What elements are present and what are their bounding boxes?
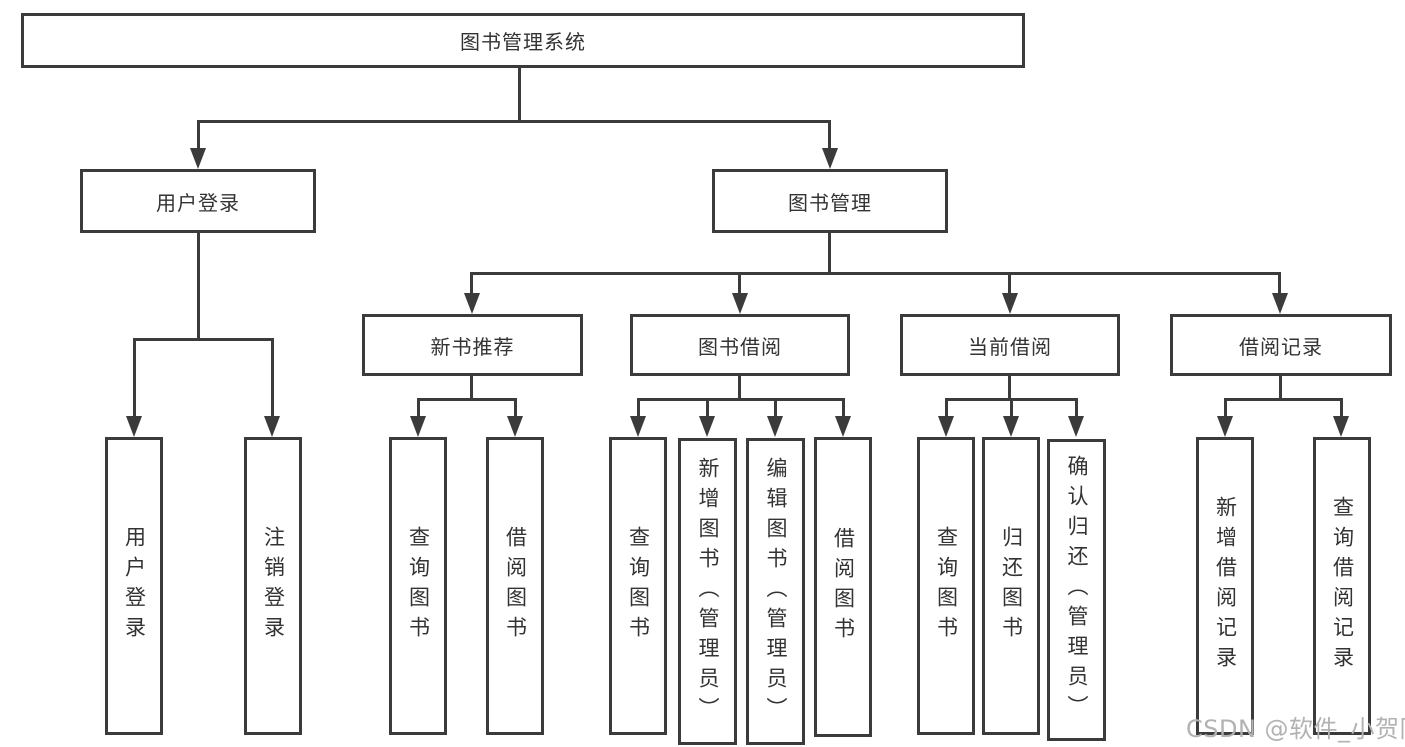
connector-vline (271, 338, 274, 420)
node-label: 用户登录 (156, 190, 240, 215)
connector-vline (1008, 272, 1011, 298)
connector-vline (828, 233, 831, 272)
arrow-down-icon (1003, 416, 1019, 437)
node-label: 借阅记录 (1239, 334, 1323, 359)
connector-vline (828, 120, 831, 152)
leaf-add-books-admin: 新增图书（管理员） (678, 438, 737, 745)
leaf-confirm-return-admin: 确认归还（管理员） (1047, 439, 1106, 741)
node-label: 确认归还（管理员） (1065, 455, 1089, 725)
arrow-down-icon (507, 416, 523, 437)
connector-vline (1008, 376, 1011, 398)
node-label: 图书管理系统 (460, 30, 586, 54)
connector-vline (1075, 398, 1078, 420)
csdn-watermark: CSDN @软件_小贺同学 (1186, 715, 1405, 743)
node-label: 注销登录 (261, 526, 286, 646)
leaf-query-borrow-record: 查询借阅记录 (1313, 437, 1371, 735)
arrow-down-icon (767, 416, 783, 437)
node-label: 当前借阅 (968, 334, 1052, 359)
node-label: 查询借阅记录 (1330, 496, 1355, 676)
connector-vline (197, 120, 200, 152)
connector-vline (1278, 272, 1281, 298)
connector-vline (637, 398, 640, 420)
connector-vline (706, 398, 709, 420)
leaf-borrow-books: 借阅图书 (814, 437, 872, 737)
arrow-down-icon (1217, 416, 1233, 437)
arrow-down-icon (190, 148, 206, 169)
connector-vline (738, 272, 741, 298)
arrow-down-icon (699, 416, 715, 437)
connector-vline (1340, 398, 1343, 420)
arrow-down-icon (1068, 416, 1084, 437)
node-label: 借阅图书 (831, 527, 856, 647)
node-label: 查询图书 (934, 526, 959, 646)
arrow-down-icon (410, 416, 426, 437)
node-current-borrowing: 当前借阅 (900, 314, 1120, 376)
arrow-down-icon (822, 148, 838, 169)
arrow-down-icon (464, 293, 480, 314)
node-label: 图书借阅 (698, 334, 782, 359)
leaf-user-login: 用户登录 (105, 437, 163, 735)
connector-vline (1279, 376, 1282, 398)
node-label: 编辑图书（管理员） (764, 456, 788, 727)
node-label: 新增借阅记录 (1213, 496, 1238, 676)
arrow-down-icon (1333, 416, 1349, 437)
leaf-return-books: 归还图书 (982, 437, 1040, 735)
node-label: 查询图书 (626, 526, 651, 646)
connector-vline (133, 338, 136, 420)
leaf-logout: 注销登录 (244, 437, 302, 735)
connector-vline (470, 376, 473, 398)
connector-vline (518, 68, 521, 120)
connector-vline (945, 398, 948, 420)
node-new-book-recommendation: 新书推荐 (362, 314, 583, 376)
arrow-down-icon (1272, 293, 1288, 314)
arrow-down-icon (1002, 293, 1018, 314)
connector-hline (197, 120, 831, 123)
connector-vline (470, 272, 473, 298)
node-label: 归还图书 (999, 526, 1024, 646)
connector-hline (637, 398, 845, 401)
leaf-borrow-books-recommend: 借阅图书 (486, 437, 544, 735)
node-label: 图书管理 (788, 190, 872, 215)
connector-vline (417, 398, 420, 420)
connector-hline (470, 272, 1281, 275)
connector-vline (514, 398, 517, 420)
leaf-query-books-borrow: 查询图书 (609, 437, 667, 735)
connector-vline (842, 398, 845, 420)
arrow-down-icon (630, 416, 646, 437)
leaf-edit-books-admin: 编辑图书（管理员） (746, 438, 805, 745)
node-library-system: 图书管理系统 (21, 13, 1025, 68)
node-label: 借阅图书 (503, 526, 528, 646)
arrow-down-icon (835, 416, 851, 437)
connector-vline (738, 376, 741, 398)
connector-hline (1224, 398, 1343, 401)
leaf-query-books-recommend: 查询图书 (389, 437, 447, 735)
node-borrowing-records: 借阅记录 (1170, 314, 1392, 376)
node-label: 新增图书（管理员） (696, 456, 720, 727)
leaf-query-books-current: 查询图书 (917, 437, 975, 735)
arrow-down-icon (126, 416, 142, 437)
connector-vline (1010, 398, 1013, 420)
node-book-borrowing: 图书借阅 (630, 314, 850, 376)
arrow-down-icon (732, 293, 748, 314)
arrow-down-icon (938, 416, 954, 437)
connector-vline (1224, 398, 1227, 420)
node-user-login: 用户登录 (80, 169, 316, 233)
arrow-down-icon (264, 416, 280, 437)
node-label: 查询图书 (406, 526, 431, 646)
connector-hline (133, 338, 274, 341)
connector-vline (197, 233, 200, 338)
connector-vline (774, 398, 777, 420)
node-label: 新书推荐 (430, 334, 515, 359)
leaf-add-borrow-record: 新增借阅记录 (1196, 437, 1254, 735)
connector-hline (417, 398, 517, 401)
node-label: 用户登录 (122, 526, 147, 646)
node-book-management: 图书管理 (712, 169, 948, 233)
